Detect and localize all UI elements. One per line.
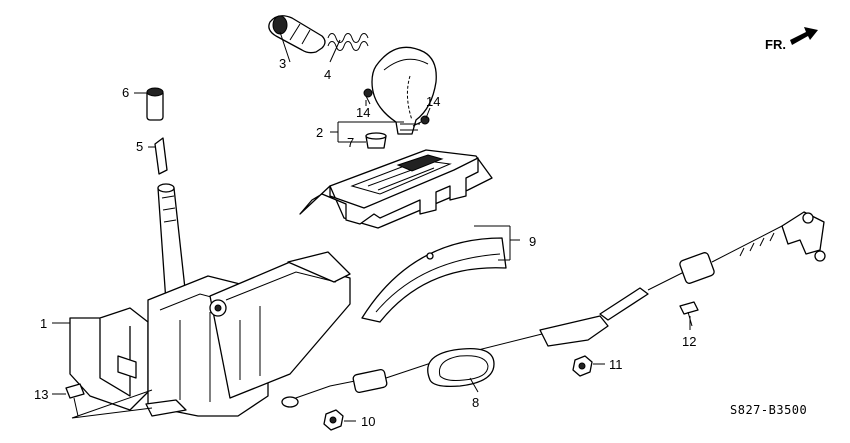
leader-lines [52,31,691,422]
callout-6: 6 [122,85,129,100]
part-9-cover [361,237,507,323]
part-1-lever-bracket [69,251,351,417]
arrow-icon [790,27,818,45]
callout-11: 11 [609,357,623,372]
callout-3: 3 [279,56,286,71]
callout-12: 12 [682,334,696,349]
part-5-key [154,137,168,175]
part-10-nut [323,409,344,431]
front-direction-label: FR. [765,37,786,52]
part-7-bushing [365,132,387,149]
part-14-screw-a [363,88,373,105]
callout-8: 8 [472,395,479,410]
part-14-screw-b [412,115,430,127]
part-6-pin [146,87,164,121]
part-13-bolt [65,383,85,417]
callout-13: 13 [34,387,48,402]
part-8-shift-cable [281,211,826,408]
part-3-button [268,15,326,54]
front-direction-arrow: FR. [765,27,818,52]
callout-9: 9 [529,234,536,249]
callout-14-left: 14 [356,105,370,120]
callout-14-right: 14 [426,94,440,109]
callout-1: 1 [40,316,47,331]
shift-console-panel [299,149,493,229]
part-12-bolt [679,301,699,327]
shift-lever-rod [157,183,187,303]
part-11-nut [572,355,593,377]
callout-4: 4 [324,67,331,82]
callout-labels: 3 4 6 5 2 7 14 14 1 9 12 11 8 10 13 [34,56,696,429]
callout-2: 2 [316,125,323,140]
part-4-spring [327,33,369,51]
callout-7: 7 [347,135,354,150]
drawing-code: S827-B3500 [730,403,807,417]
callout-10: 10 [361,414,375,429]
callout-5: 5 [136,139,143,154]
